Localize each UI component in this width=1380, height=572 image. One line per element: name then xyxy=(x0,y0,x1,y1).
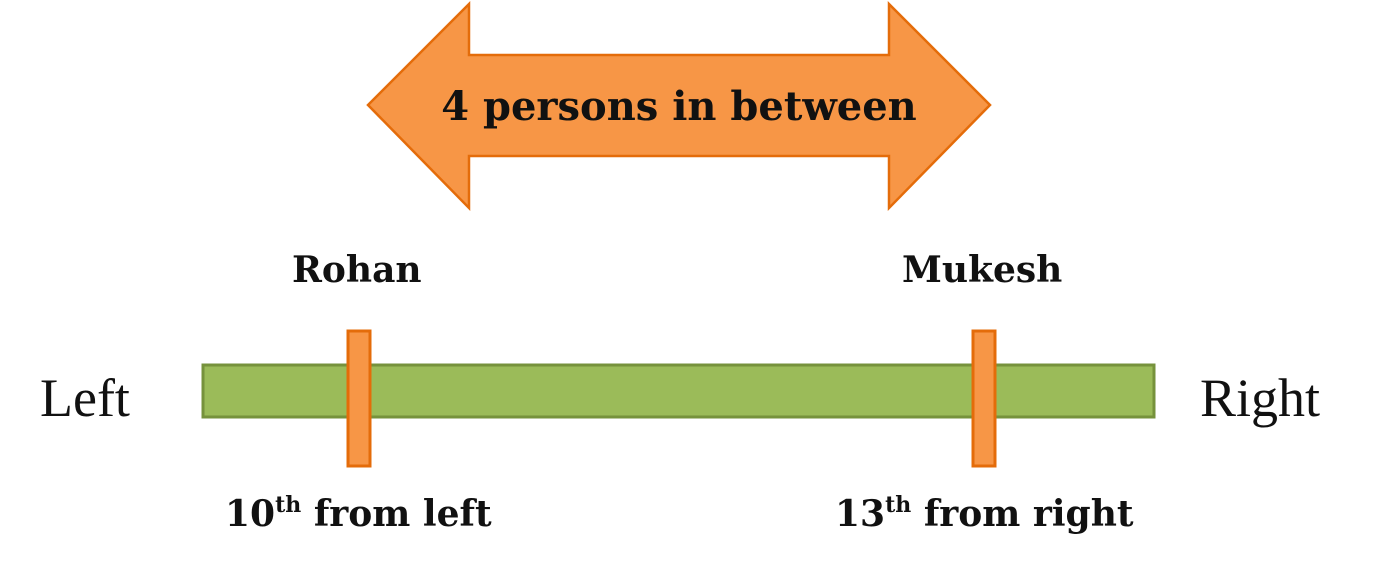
mukesh-name-label: Mukesh xyxy=(902,249,1063,291)
persons-between-label: 4 persons in between xyxy=(441,83,917,130)
row-line-bar xyxy=(201,363,1156,419)
right-end-label: Right xyxy=(1200,368,1321,428)
mukesh-rank-number: 13 xyxy=(835,493,886,535)
mukesh-position-marker xyxy=(971,329,997,468)
rohan-rank-text: from left xyxy=(301,493,492,535)
double-headed-arrow xyxy=(366,0,992,212)
rohan-position-marker xyxy=(346,329,372,468)
mukesh-rank-text: from right xyxy=(911,493,1134,535)
left-end-label: Left xyxy=(40,368,130,428)
rohan-position-caption: 10th from left xyxy=(225,492,492,536)
rohan-rank-number: 10 xyxy=(225,493,276,535)
rohan-name-label: Rohan xyxy=(292,249,422,291)
mukesh-position-caption: 13th from right xyxy=(835,492,1134,536)
rohan-rank-suffix: th xyxy=(275,492,302,518)
mukesh-rank-suffix: th xyxy=(885,492,912,518)
